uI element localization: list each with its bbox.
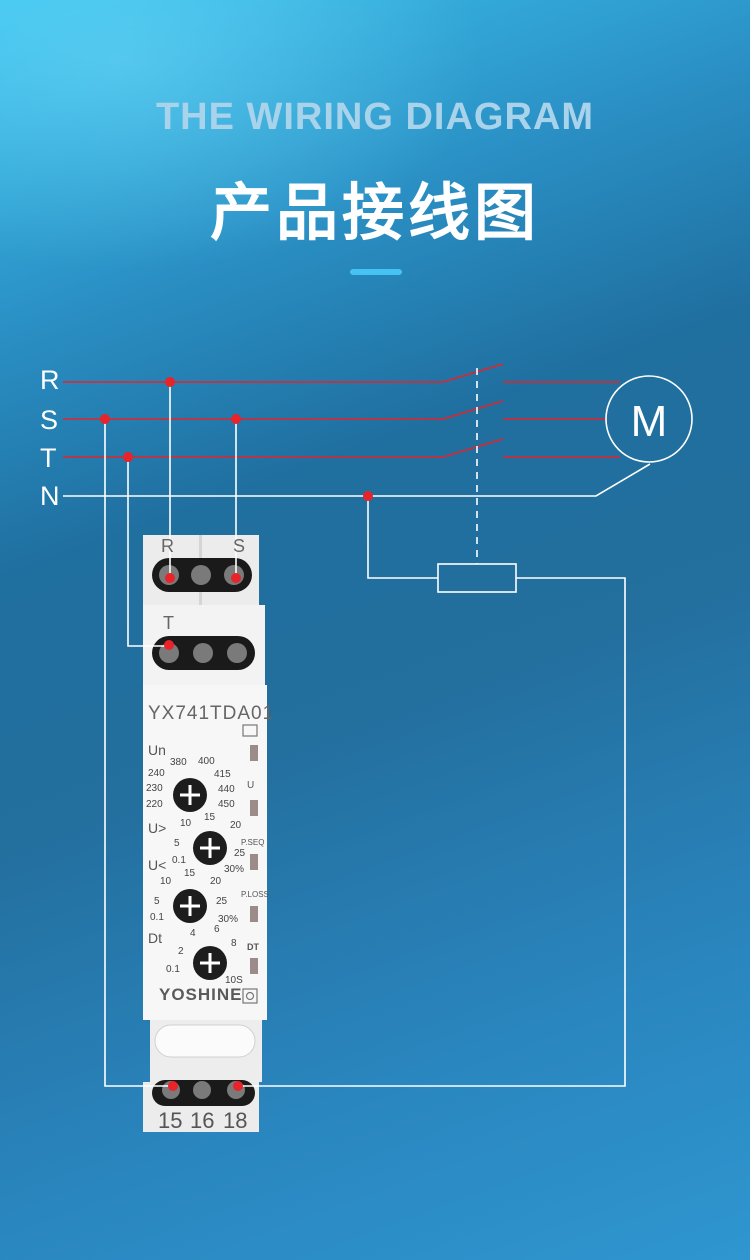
tick: 30% [224,864,245,875]
tick: 230 [146,783,163,794]
tick: 20 [230,820,242,831]
contactor-coil [437,563,517,593]
line-label-n: N [40,481,60,511]
tick: 400 [198,756,215,767]
tick: 240 [148,768,165,779]
screw-mid-3[interactable] [227,643,247,663]
tick: 0.1 [172,855,186,866]
wire-s-to-15 [104,419,173,1087]
relay-leds [242,724,258,1004]
tick: 4 [190,928,196,939]
tick: 20 [210,876,222,887]
relay-brand: YOSHINE [159,985,243,1004]
line-label-r: R [40,365,60,395]
relay-coil-symbol [242,724,258,737]
screw-16[interactable] [193,1081,211,1099]
led-p-loss-label: P.LOSS [241,890,269,899]
diagram-title: 产品接线图 [209,176,540,249]
wire-n [63,463,651,497]
switch-contact-s [442,400,504,420]
label-window [154,1024,256,1058]
tick: 15 [184,868,196,879]
terminal-label-16: 16 [190,1108,215,1133]
junction-n [363,491,373,501]
tick: 220 [146,799,163,810]
tick: 2 [178,946,184,957]
tick: 380 [170,757,187,768]
tick: 0.1 [150,912,164,923]
dial-u-over-label: U> [148,820,167,836]
junction-t [123,452,133,462]
tick: 5 [174,838,180,849]
dot-term-18 [233,1081,243,1091]
relay-dials [173,778,227,980]
tick: 0.1 [166,964,180,975]
motor-circle [605,375,693,463]
led-p-seq [250,854,258,870]
tick: 10S [225,975,243,986]
brand-logo-mark [242,988,258,1004]
wire-n-to-coil [367,496,438,579]
dot-term-r [165,573,175,583]
switch-contact-t [442,438,504,458]
diagram-subtitle: THE WIRING DIAGRAM [155,96,595,138]
tick: 5 [154,896,160,907]
wire-coil-to-18 [238,577,626,1087]
led-p-seq-label: P.SEQ [241,838,265,847]
led-u [250,800,258,816]
top-term-label-t: T [163,613,174,633]
tick: 8 [231,938,237,949]
dot-term-s [231,573,241,583]
led-p-loss [250,906,258,922]
control-wires [63,368,693,1087]
tick: 30% [218,914,239,925]
led-power [250,745,258,761]
dial-u-under-label: U< [148,857,167,873]
switch-contact-r [442,363,504,383]
tick: 415 [214,769,231,780]
tick: 10 [180,818,192,829]
motor-label: M [631,397,668,446]
dot-term-15 [168,1081,178,1091]
phase-wires [63,363,620,458]
dot-term-t [164,640,174,650]
dial-un-label: Un [148,742,166,758]
top-term-label-s: S [233,536,246,556]
tick: 15 [204,812,216,823]
terminal-label-15: 15 [158,1108,183,1133]
junction-r [165,377,175,387]
led-dt-label: DT [247,942,259,952]
junction-s-1 [100,414,110,424]
screw-mid-t[interactable] [159,643,179,663]
screw-top-mid[interactable] [191,565,211,585]
line-label-s: S [40,405,59,435]
relay-model-number: YX741TDA01 [148,703,275,724]
line-label-t: T [40,443,57,473]
led-u-label: U [247,780,255,791]
top-term-label-r: R [161,536,174,556]
tick: 440 [218,784,235,795]
dial-dt-label: Dt [148,930,162,946]
tick: 6 [214,924,220,935]
tick: 450 [218,799,235,810]
terminal-label-18: 18 [223,1108,248,1133]
tick: 25 [234,848,246,859]
screw-mid-2[interactable] [193,643,213,663]
tick: 25 [216,896,228,907]
led-dt [250,958,258,974]
junction-dots [100,377,373,1091]
title-underline [350,269,402,275]
junction-s-2 [231,414,241,424]
tap-t [127,457,169,647]
tick: 10 [160,876,172,887]
